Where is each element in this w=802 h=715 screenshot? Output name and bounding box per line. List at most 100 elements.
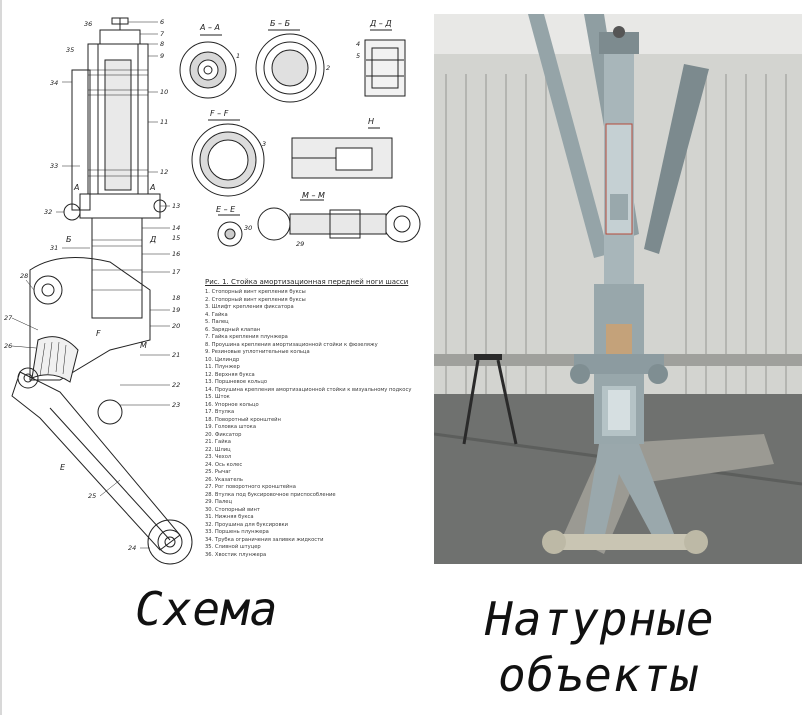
schematic-panel: 36 6 7 35 8 9 34 10 11 33 12 32 13 14 15… xyxy=(0,0,432,570)
callout-2: 2 xyxy=(326,64,330,72)
landing-gear-photo xyxy=(434,14,802,564)
legend-item: 10. Цилиндр xyxy=(205,356,240,363)
section-e-e xyxy=(217,214,243,247)
caption-objects-line1: Натурные xyxy=(485,592,715,646)
legend-item: 24. Ось колес xyxy=(205,461,243,468)
schematic-legend: Рис. 1. Стойка амортизационная передней … xyxy=(205,278,415,559)
callout-6: 6 xyxy=(160,18,164,26)
legend-item: 13. Поршневое кольцо xyxy=(205,379,268,385)
legend-item: 2. Стопорный винт крепления буксы xyxy=(205,296,306,303)
strut-lower-body xyxy=(91,217,143,319)
legend-item: 8. Проушина крепления амортизационной ст… xyxy=(205,341,378,348)
legend-item: 21. Гайка xyxy=(205,439,231,445)
callout-7: 7 xyxy=(160,30,165,38)
legend-item: 16. Упорное кольцо xyxy=(205,401,259,408)
legend-item: 9. Резиновые уплотнительные кольца xyxy=(205,349,310,355)
page-left-border xyxy=(0,0,2,715)
callout-30: 30 xyxy=(244,224,252,232)
lever-arm xyxy=(11,371,181,551)
callout-18: 18 xyxy=(172,294,180,302)
side-marker-m: М xyxy=(140,341,147,350)
callout-31: 31 xyxy=(50,244,58,252)
caption-schematic: Схема xyxy=(135,582,279,636)
callout-20: 20 xyxy=(172,322,180,330)
side-marker-f: F xyxy=(96,329,101,338)
callout-4: 4 xyxy=(356,40,360,48)
swivel-bracket xyxy=(29,257,151,381)
section-title-a-a: А – А xyxy=(199,23,220,32)
legend-item: 15. Шток xyxy=(205,394,230,400)
callout-22: 22 xyxy=(172,381,180,389)
callout-32: 32 xyxy=(44,208,52,216)
section-title-f-f: F – F xyxy=(210,109,229,118)
legend-item: 33. Поршень плунжера xyxy=(205,529,269,535)
photo-axle xyxy=(554,534,694,550)
legend-item: 11. Плунжер xyxy=(205,364,240,370)
section-m-m xyxy=(257,199,421,243)
object-photo xyxy=(434,14,802,564)
strut-top-cap xyxy=(99,29,141,45)
legend-item: 27. Рог поворотного кронштейна xyxy=(205,484,296,490)
callout-27: 27 xyxy=(4,314,13,322)
legend-item: 4. Гайка xyxy=(205,311,228,318)
section-title-m-m: М – М xyxy=(302,191,325,200)
side-marker-a-right: А xyxy=(149,183,155,192)
legend-item: 23. Чехол xyxy=(205,454,232,460)
legend-item: 20. Фиксатор xyxy=(205,431,242,438)
legend-item: 29. Палец xyxy=(205,499,233,505)
callout-14: 14 xyxy=(172,224,180,232)
legend-item: 12. Верхняя букса xyxy=(205,371,255,378)
callout-3: 3 xyxy=(262,140,266,148)
callout-8: 8 xyxy=(160,40,164,48)
section-title-e-e: Е – Е xyxy=(216,205,236,214)
caption-objects-line2: объекты xyxy=(498,648,699,702)
legend-item: 14. Проушина крепления амортизационной с… xyxy=(205,386,412,393)
section-title-b-b: Б – Б xyxy=(270,19,291,28)
callout-10: 10 xyxy=(160,88,168,96)
callout-11: 11 xyxy=(160,118,168,126)
strut-collar xyxy=(79,193,161,219)
callout-21: 21 xyxy=(172,351,180,359)
legend-item: 36. Хвостик плунжера xyxy=(205,551,267,558)
legend-item: 31. Нижняя букса xyxy=(205,514,254,520)
lever-pivot xyxy=(97,399,123,425)
callout-36: 36 xyxy=(84,20,92,28)
section-title-d-d: Д – Д xyxy=(369,19,392,28)
legend-item: 18. Поворотный кронштейн xyxy=(205,416,281,423)
callout-17: 17 xyxy=(172,268,181,276)
legend-item: 19. Головка штока xyxy=(205,424,256,430)
section-b-b xyxy=(255,29,325,103)
legend-item: 22. Шлиц xyxy=(205,446,231,453)
photo-right-brace xyxy=(644,64,709,254)
legend-item: 28. Втулка под буксировочное приспособле… xyxy=(205,491,336,498)
side-marker-b: Б xyxy=(66,235,72,244)
legend-item: 7. Гайка крепления плунжера xyxy=(205,334,288,340)
callout-26: 26 xyxy=(4,342,12,350)
callout-12: 12 xyxy=(160,168,168,176)
legend-item: 1. Стопорный винт крепления буксы xyxy=(205,289,306,295)
legend-item: 32. Проушина для буксировки xyxy=(205,521,288,528)
callout-29: 29 xyxy=(296,240,304,248)
section-title-h: Н xyxy=(368,117,374,126)
legend-item: 17. Втулка xyxy=(205,409,235,415)
legend-item: 6. Зарядный клапан xyxy=(205,326,261,333)
callout-15: 15 xyxy=(172,234,180,242)
legend-item: 25. Рычаг xyxy=(205,469,232,475)
landing-gear-schematic: 36 6 7 35 8 9 34 10 11 33 12 32 13 14 15… xyxy=(4,17,421,565)
callout-25: 25 xyxy=(88,492,96,500)
wheel-axle xyxy=(147,519,193,565)
callout-28: 28 xyxy=(20,272,28,280)
schematic-callouts: 36 6 7 35 8 9 34 10 11 33 12 32 13 14 15… xyxy=(4,18,181,552)
section-a-a xyxy=(179,34,237,99)
callout-23: 23 xyxy=(172,401,180,409)
tow-bushing xyxy=(33,275,63,305)
section-d-d xyxy=(364,29,406,97)
callout-35: 35 xyxy=(66,46,74,54)
callout-1: 1 xyxy=(236,52,240,60)
section-f-f xyxy=(191,119,265,197)
legend-item: 35. Сливной штуцер xyxy=(205,544,261,550)
callout-13: 13 xyxy=(172,202,180,210)
side-marker-a: А xyxy=(73,183,79,192)
callout-9: 9 xyxy=(160,52,164,60)
